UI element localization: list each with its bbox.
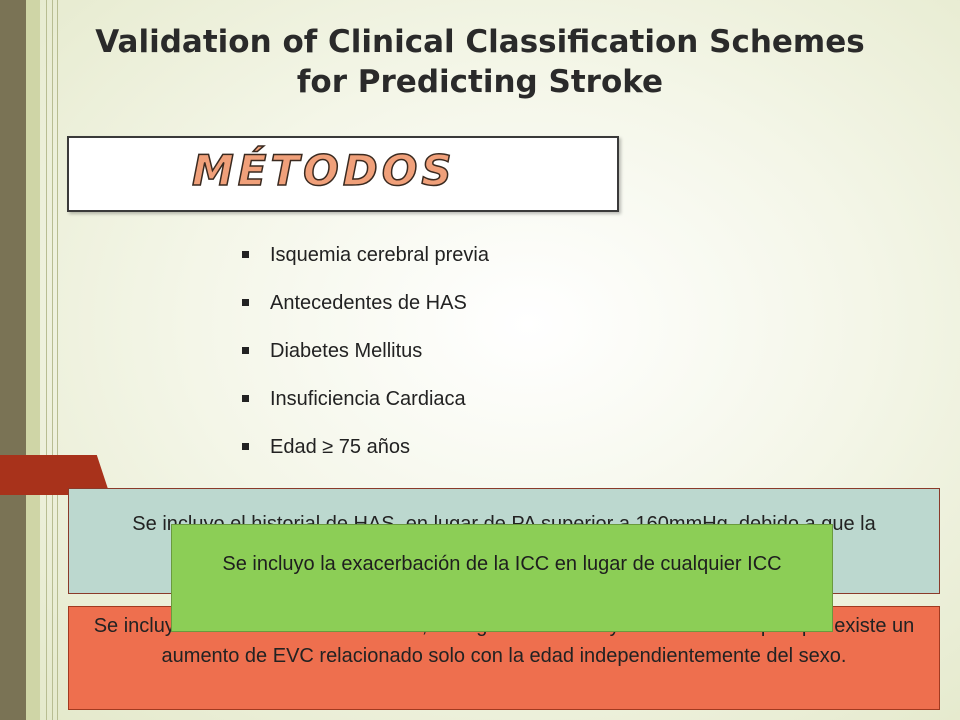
criteria-list: Isquemia cerebral previa Antecedentes de…	[240, 237, 489, 477]
slide-title: Validation of Clinical Classification Sc…	[60, 22, 900, 102]
list-item-text: Edad ≥ 75 años	[270, 436, 410, 458]
section-heading-box: MÉTODOS	[67, 136, 619, 212]
square-bullet-icon	[242, 251, 249, 258]
left-decor-bar	[0, 0, 26, 720]
list-item: Antecedentes de HAS	[240, 285, 489, 333]
list-item-text: Diabetes Mellitus	[270, 340, 423, 362]
decor-line	[52, 0, 53, 720]
square-bullet-icon	[242, 299, 249, 306]
left-decor-bar-light	[26, 0, 40, 720]
section-heading: MÉTODOS	[191, 145, 456, 196]
square-bullet-icon	[242, 443, 249, 450]
decor-line	[57, 0, 58, 720]
list-item-text: Isquemia cerebral previa	[270, 244, 489, 266]
list-item-text: Insuficiencia Cardiaca	[270, 388, 466, 410]
list-item: Isquemia cerebral previa	[240, 237, 489, 285]
square-bullet-icon	[242, 395, 249, 402]
list-item: Diabetes Mellitus	[240, 333, 489, 381]
list-item: Insuficiencia Cardiaca	[240, 381, 489, 429]
square-bullet-icon	[242, 347, 249, 354]
list-item: Edad ≥ 75 años	[240, 429, 489, 477]
note-heart-failure: Se incluyo la exacerbación de la ICC en …	[171, 524, 833, 632]
decor-line	[46, 0, 47, 720]
list-item-text: Antecedentes de HAS	[270, 292, 467, 314]
slide-title-line2: for Predicting Stroke	[296, 64, 664, 100]
slide-title-line1: Validation of Clinical Classification Sc…	[95, 24, 865, 60]
